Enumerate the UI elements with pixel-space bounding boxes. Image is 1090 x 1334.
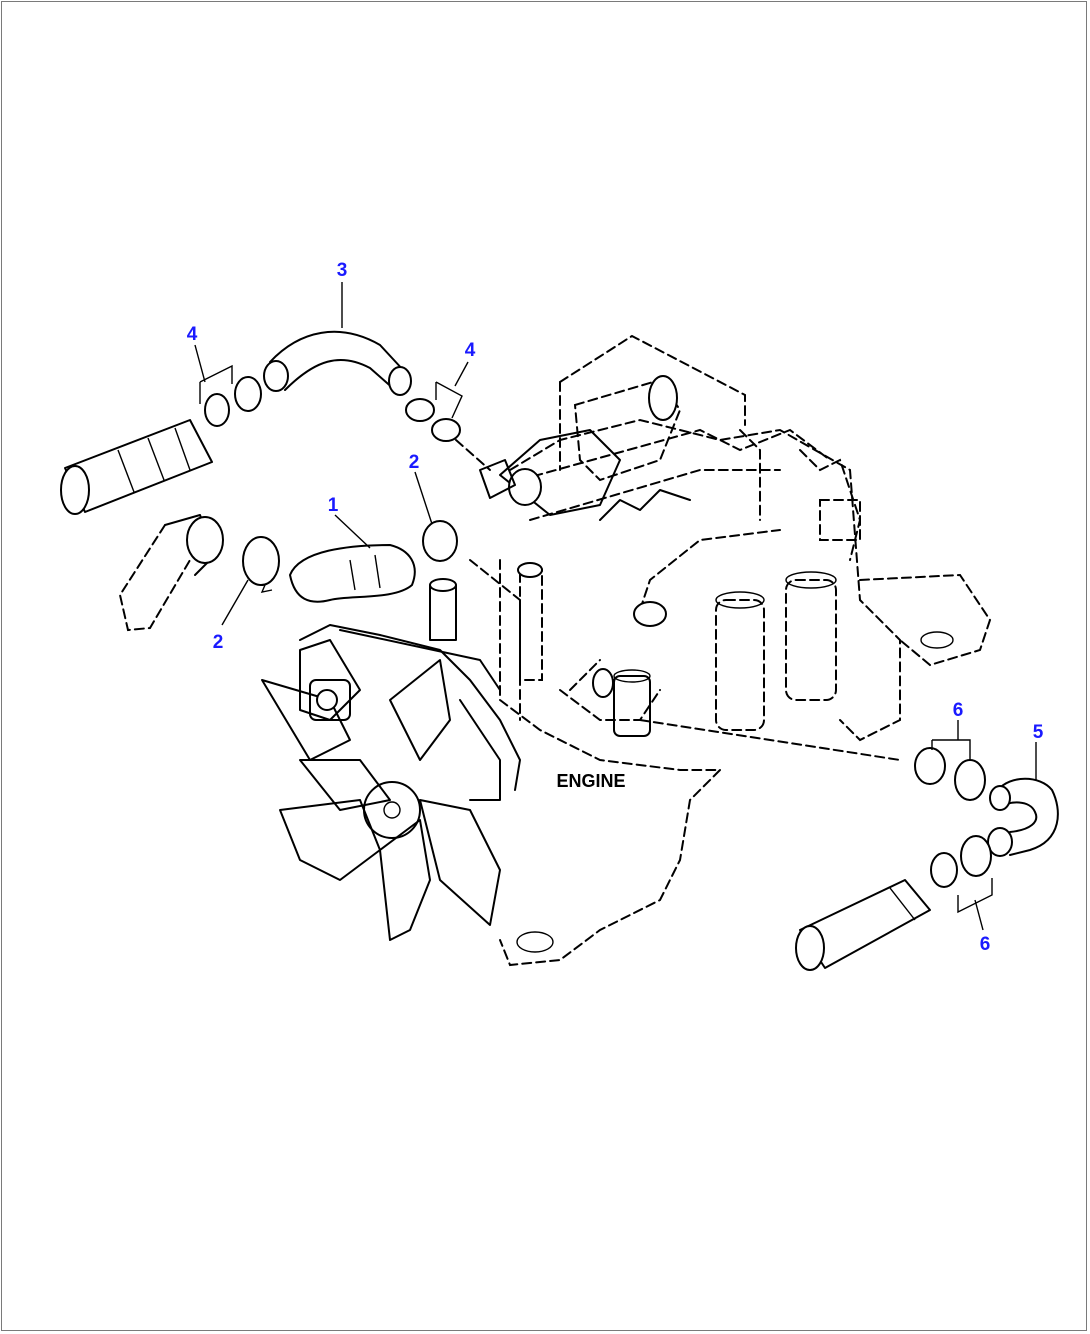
callout-4-left: 4 xyxy=(187,324,198,345)
part-2-clamps xyxy=(242,520,458,593)
air-cleaner xyxy=(479,375,682,516)
engine-label: ENGINE xyxy=(556,771,625,791)
cooling-fan xyxy=(261,624,554,953)
part-4-clamps-left xyxy=(199,364,262,427)
lower-right-pipe xyxy=(795,879,931,971)
part-6-clamps-lower xyxy=(930,835,993,914)
engine-block xyxy=(429,334,992,967)
callout-6-lower: 6 xyxy=(980,934,991,955)
callout-4-right: 4 xyxy=(465,340,476,361)
part-3-upper-hose xyxy=(263,330,412,396)
part-4-clamps-right xyxy=(405,381,491,471)
callout-6-upper: 6 xyxy=(953,700,964,721)
lower-left-pipe xyxy=(118,514,224,632)
callout-3: 3 xyxy=(337,260,348,281)
callout-1: 1 xyxy=(328,495,339,516)
callout-5: 5 xyxy=(1033,722,1044,743)
upper-left-pipe xyxy=(60,419,213,515)
callout-2-upper: 2 xyxy=(409,452,420,473)
part-6-clamps-upper xyxy=(914,739,986,801)
callout-2-lower: 2 xyxy=(213,632,224,653)
callout-labels: 3 4 4 2 1 2 6 5 6 xyxy=(187,260,1044,955)
part-5-hose xyxy=(987,777,1059,857)
part-1-lower-hose xyxy=(289,544,416,603)
leader-lines xyxy=(194,282,1037,931)
